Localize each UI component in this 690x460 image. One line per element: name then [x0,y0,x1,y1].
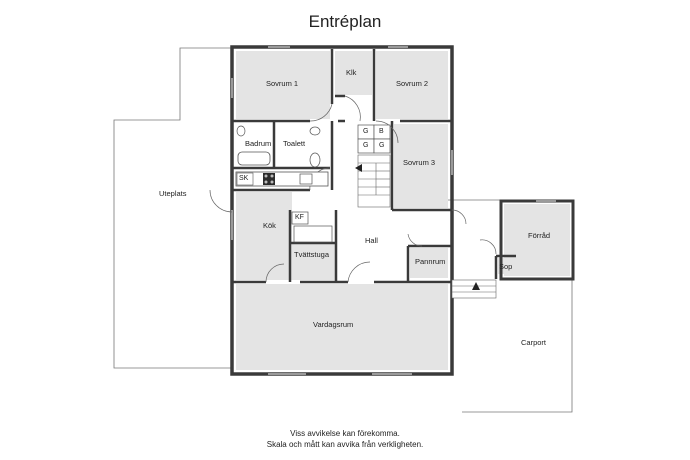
sk-box [236,172,254,186]
fixture-label-kf: KF [295,214,304,221]
room-label-sovrum1: Sovrum 1 [266,79,299,88]
entry-canopy-outline [448,199,501,280]
toilet-icon [309,152,321,168]
room-label-sop: Sop [499,262,513,271]
plan-title: Entréplan [308,12,382,31]
room-label-vardagsrum: Vardagsrum [313,320,354,329]
room-label-kok: Kök [263,221,276,230]
carport-outline [462,279,573,413]
wardrobe-label-b1: B [379,128,384,135]
room-label-forrad: Förråd [528,231,551,240]
interior-walls [232,49,516,284]
sovrum1-fill [236,51,330,119]
wardrobe-label-g1: G [363,128,369,135]
wardrobe-grid [357,124,391,154]
room-label-klk: Klk [346,68,357,77]
tvattstuga-fill [292,244,336,280]
terrace-outline [113,47,232,369]
wardrobe-label-g3: G [379,142,385,149]
room-label-pannrum: Pannrum [415,257,446,266]
room-label-toalett: Toalett [283,139,306,148]
room-label-sovrum3: Sovrum 3 [403,158,436,167]
room-label-badrum: Badrum [245,139,272,148]
room-label-uteplats: Uteplats [159,189,187,198]
kok-fill [236,192,292,280]
room-label-tvattstuga: Tvättstuga [294,250,330,259]
forrad-fill [504,204,570,276]
wardrobe-label-g2: G [363,142,369,149]
sovrum3-fill [394,124,448,208]
stove-icon [263,173,275,185]
bathtub-icon [237,151,271,166]
washbasin-icon [236,125,246,137]
sovrum2-fill [376,51,448,119]
room-label-carport: Carport [521,338,547,347]
entrance-steps [451,279,497,299]
vardagsrum-fill [236,284,448,370]
kf-box [291,211,309,225]
staircase [355,154,391,208]
room-fills [236,51,570,370]
disclaimer-line-2: Skala och mått kan avvika från verklighe… [266,440,424,449]
sink-icon [299,173,313,185]
room-label-hall: Hall [365,236,378,245]
windows [231,46,556,375]
kitchen-counter [235,171,329,187]
room-label-sovrum2: Sovrum 2 [396,79,429,88]
disclaimer: Viss avvikelse kan förekomma. Skala och … [150,428,540,450]
pannrum-fill [410,248,448,278]
fixture-label-sk: SK [239,175,249,182]
klk-fill [335,51,372,95]
disclaimer-line-1: Viss avvikelse kan förekomma. [290,429,400,438]
toalett-basin-icon [309,126,321,136]
washer-icon [293,225,333,243]
